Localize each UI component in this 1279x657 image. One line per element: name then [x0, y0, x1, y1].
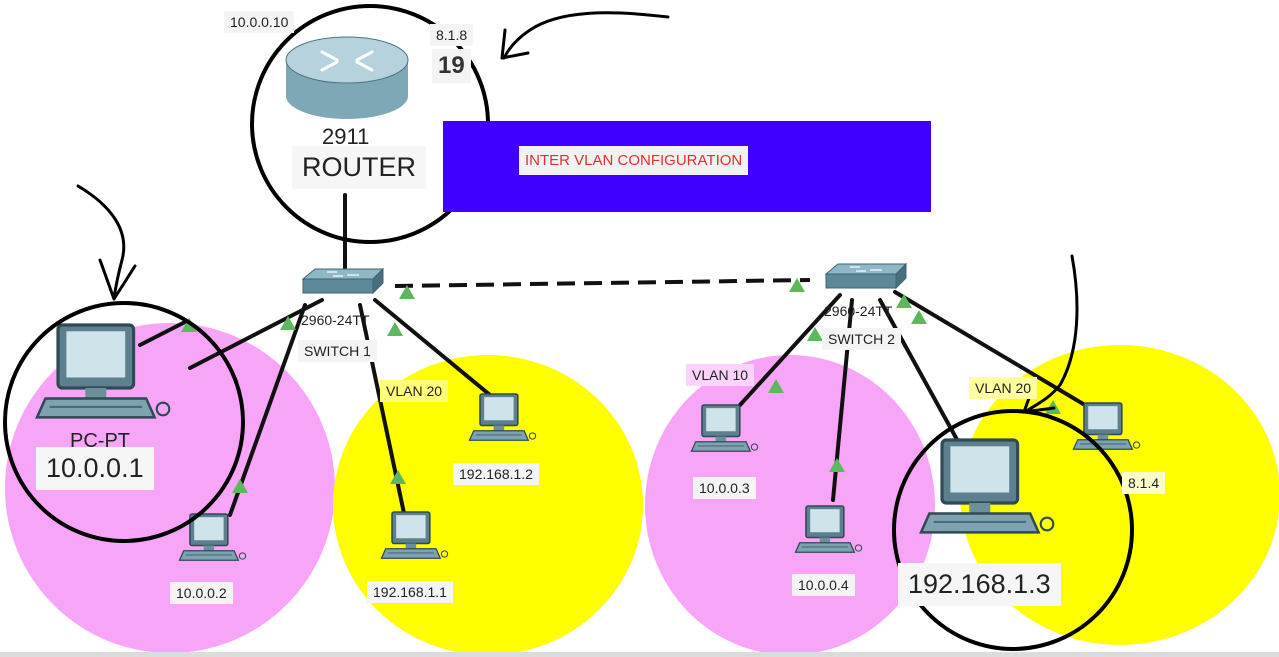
pc-10-0-0-1-label: 10.0.0.1: [36, 447, 154, 490]
router-ip-partial: 19: [432, 49, 471, 83]
router-model-label: 2911: [322, 124, 370, 149]
pc-10-0-0-1-name: PC-PT: [70, 430, 130, 452]
pc-192-168-1-1-label: 192.168.1.1: [367, 581, 453, 603]
annotation-circle-pc-10-0-0-1: [3, 301, 245, 543]
switch1-model-label: 2960-24TT: [301, 312, 370, 328]
switch2-icon: [825, 263, 907, 289]
vlan10-label-right: VLAN 10: [686, 364, 755, 386]
pc-10-0-0-3-label: 10.0.0.3: [693, 477, 756, 499]
annotation-circle-pc-192-168-1-3: [892, 409, 1134, 651]
switch1-name-label: SWITCH 1: [298, 340, 377, 362]
switch2-model-label: 2960-24TT: [824, 303, 893, 319]
vlan10-zone-right: [645, 355, 935, 655]
switch2-name-label: SWITCH 2: [822, 328, 901, 350]
switch1-icon: [302, 268, 384, 294]
diagram-title: INTER VLAN CONFIGURATION: [519, 146, 749, 175]
pc-192-168-1-4-label: 8.1.4: [1122, 472, 1166, 494]
bottom-border: [0, 652, 1279, 657]
pc-192-168-1-3-label: 192.168.1.3: [898, 563, 1061, 606]
trunk-link: [394, 278, 811, 288]
router-ip-right: 8.1.8: [430, 24, 474, 46]
pc-192-168-1-2-label: 192.168.1.2: [453, 463, 539, 485]
router-ip-left: 10.0.0.10: [224, 11, 295, 33]
pc-10-0-0-4-label: 10.0.0.4: [792, 574, 855, 596]
vlan20-zone-left: [333, 355, 643, 655]
vlan20-label-right: VLAN 20: [969, 377, 1038, 399]
vlan20-label-left: VLAN 20: [380, 380, 449, 402]
annotation-arrows: [76, 11, 1079, 414]
router-icon: [285, 36, 409, 119]
pc-10-0-0-2-label: 10.0.0.2: [170, 582, 233, 604]
router-name-label: ROUTER: [292, 146, 426, 189]
